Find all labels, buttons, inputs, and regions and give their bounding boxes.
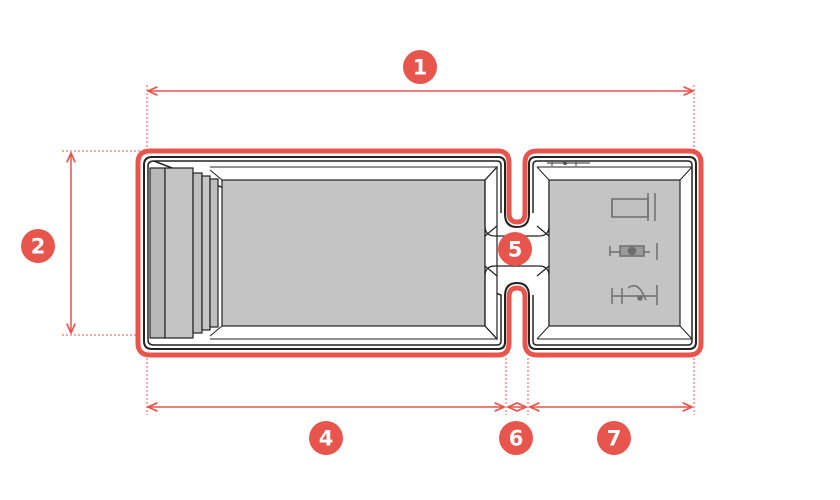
entry-steps [149,167,219,339]
callout-badges: 1 2 4 5 6 7 [21,50,631,455]
callout-badge-5: 5 [498,232,532,266]
callout-circle [499,421,533,455]
main-pool-coping [143,156,518,350]
main-pool-coping-inner [147,160,502,346]
main-pool-bench-right [484,165,498,341]
handrail-icon [547,160,590,166]
treadmill-icon [611,193,656,221]
callout-number: 2 [31,235,46,259]
callout-circle [309,421,343,455]
callout-badge-7: 7 [597,421,631,455]
fitness-zone-coping-inner [532,160,693,346]
callout-badge-6: 6 [499,421,533,455]
callout-circle [403,50,437,84]
callout-badge-4: 4 [309,421,343,455]
callout-badge-1: 1 [403,50,437,84]
step-4 [201,175,211,331]
callout-number: 7 [607,427,622,451]
fitness-zone-coping [516,156,697,350]
bike-icon [609,243,658,260]
step-3 [192,172,203,334]
callout-circle [21,229,55,263]
fitness-zone [536,160,693,340]
step-1 [149,167,166,339]
extension-lines [62,85,695,415]
callout-number: 5 [508,238,523,262]
callout-number: 6 [509,427,524,451]
callout-badge-2: 2 [21,229,55,263]
callout-number: 4 [319,427,334,451]
callout-number: 1 [413,56,428,80]
main-pool [209,165,498,341]
step-2 [164,167,194,339]
main-pool-water [221,179,486,327]
callout-circle [498,232,532,266]
step-5 [209,178,219,328]
elliptical-icon [611,285,658,305]
callout-circle [597,421,631,455]
